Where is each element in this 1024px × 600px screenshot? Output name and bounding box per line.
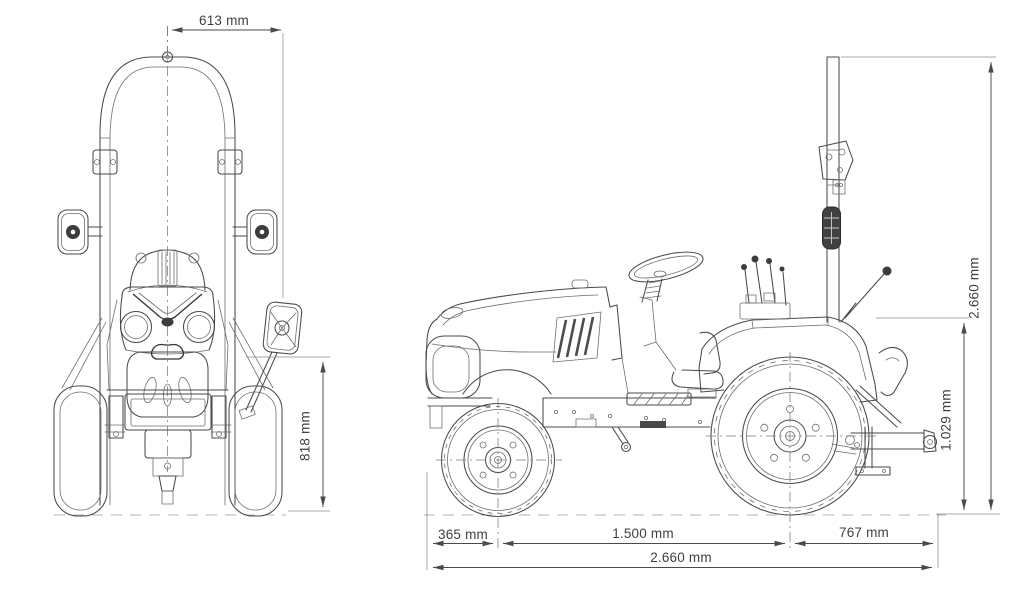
side-frame <box>542 392 717 453</box>
headlight-right <box>182 310 216 344</box>
rops-fold-bracket <box>818 140 854 181</box>
dim-label-1029: 1.029 mm <box>939 389 954 451</box>
dim-label-2660-length: 2.660 mm <box>650 550 712 565</box>
side-steering-wheel <box>628 251 704 303</box>
front-view-drawing <box>53 26 303 517</box>
side-view-drawing <box>424 56 946 548</box>
dimension-front-height: 818 mm <box>246 356 330 512</box>
dimension-rops-width: 613 mm <box>167 13 284 298</box>
side-hood <box>425 279 677 429</box>
frame-pad <box>640 421 666 428</box>
rops-hinge-left <box>92 149 118 175</box>
front-rops-arch <box>92 51 243 506</box>
side-rops-bar <box>818 56 854 323</box>
front-tire-left <box>53 385 108 517</box>
step-plate <box>626 392 692 406</box>
dimension-overall-height: 2.660 mm <box>841 56 1000 568</box>
dim-label-1500: 1.500 mm <box>612 526 674 541</box>
dimension-fender-height: 1.029 mm <box>876 317 969 510</box>
front-mirror-left <box>57 209 103 255</box>
side-front-wheel <box>436 398 562 548</box>
headlight-left <box>119 310 153 344</box>
hood-cap <box>571 279 589 289</box>
front-hood <box>119 286 216 355</box>
side-control-levers <box>739 255 892 323</box>
side-seat <box>671 331 724 398</box>
side-rear-hitch <box>831 346 938 476</box>
front-grille <box>126 343 209 418</box>
rops-hinge-right <box>217 149 243 175</box>
grille-mouth <box>150 343 185 360</box>
dim-label-2660-height: 2.660 mm <box>967 257 982 319</box>
side-rear-fender <box>698 316 878 403</box>
dim-label-365: 365 mm <box>438 527 488 542</box>
dim-label-818: 818 mm <box>298 411 313 461</box>
front-body-sides <box>61 299 274 391</box>
front-mirror-right <box>232 209 278 255</box>
hood-vents <box>552 311 602 363</box>
front-rearview-mirror <box>238 301 303 420</box>
front-logo-badge <box>161 317 174 327</box>
dim-label-613: 613 mm <box>199 13 249 28</box>
dimension-bottom-chain: 365 mm 1.500 mm 767 mm <box>426 472 933 570</box>
front-chassis <box>104 389 232 505</box>
side-rear-wheel <box>706 352 876 548</box>
front-tire-right <box>228 385 283 517</box>
dim-label-767: 767 mm <box>839 525 889 540</box>
front-steering-silhouette <box>127 249 208 293</box>
dimension-overall-length: 2.660 mm <box>433 550 932 571</box>
